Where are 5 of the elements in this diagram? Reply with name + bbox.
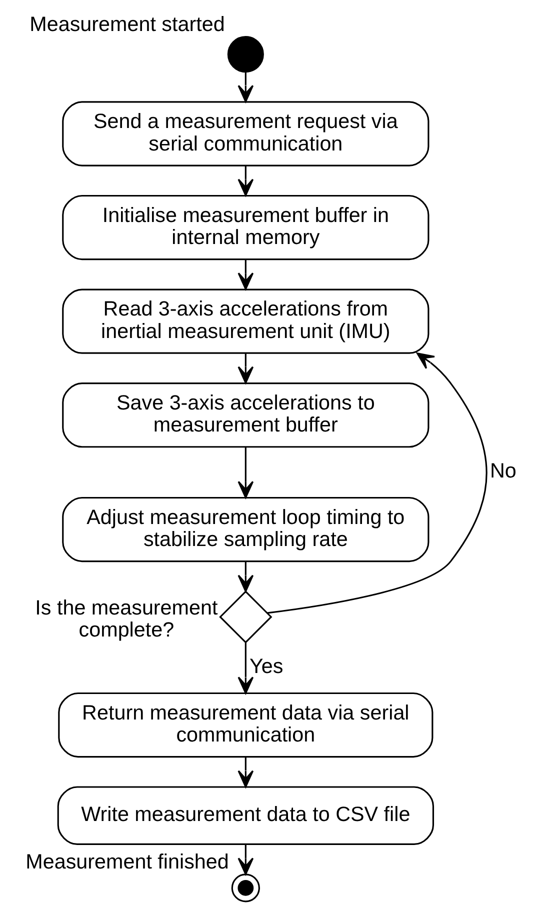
edge-label: No [489,460,516,483]
node-label: Is the measurement complete? [34,596,218,642]
node-label: Measurement finished [25,850,228,874]
node-label: Measurement started [29,13,224,36]
edge-label: Yes [248,655,283,678]
